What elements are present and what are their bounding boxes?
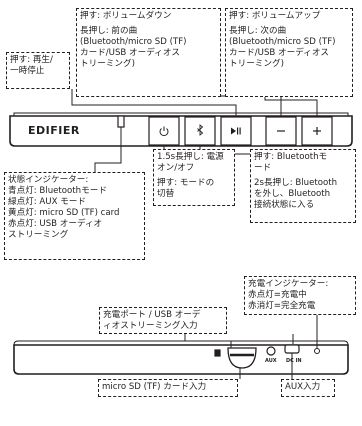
speaker-bottom-panel (13, 340, 349, 375)
volume-up-detail: カード/USB オーディオス (229, 48, 330, 58)
status-red-cont: ストリーミング (8, 230, 69, 240)
status-red: 赤点灯: USB オーディオ (8, 219, 103, 229)
dc-in-port (284, 344, 300, 354)
bluetooth-hold-cont: を外し、Bluetooth (254, 189, 331, 199)
micro-sd-icon (214, 349, 221, 357)
volume-down-press: 押す: ボリュームダウン (80, 11, 172, 21)
status-indicator-callout: 状態インジケーター: 青点灯: Bluetoothモード 緑点灯: AUX モー… (4, 172, 145, 260)
power-press: 押す: モードの (157, 178, 215, 188)
connector-lines-bottom (184, 315, 318, 379)
bluetooth-press: 押す: Bluetoothモ (254, 152, 328, 162)
volume-down-detail: カード/USB オーディオス (80, 48, 181, 58)
micro-sd-label: micro SD (TF) カード入力 (102, 382, 207, 392)
power-hold-cont: オン/オフ (157, 163, 195, 173)
volume-up-detail: トリーミング) (229, 59, 284, 69)
volume-up-detail: (Bluetooth/micro SD (TF) (229, 37, 336, 47)
bluetooth-button-callout: 押す: Bluetoothモ ード 2s長押し: Bluetooth を外し、B… (250, 149, 356, 223)
play-pause-icon (231, 127, 241, 135)
status-yellow: 黄点灯: micro SD (TF) card (8, 208, 120, 218)
volume-down-detail: トリーミング) (80, 59, 135, 69)
charge-port-line2: ィオストリーミング入力 (103, 321, 198, 331)
charge-port-callout: 充電ポート / USB オーデ ィオストリーミング入力 (99, 307, 227, 334)
bluetooth-press-cont: ード (254, 163, 272, 173)
status-indicator-slot (117, 115, 125, 128)
plus-icon (313, 127, 321, 135)
bluetooth-hold: 2s長押し: Bluetooth (254, 178, 338, 188)
play-pause-line1: 押す: 再生/ (10, 55, 53, 65)
volume-down-callout: 押す: ボリュームダウン 長押し: 前の曲 (Bluetooth/micro S… (76, 8, 221, 97)
aux-jack-label: AUX (265, 358, 277, 364)
power-icon (159, 126, 169, 137)
charge-indicator-callout: 充電インジケーター: 赤点灯=充電中 赤消灯=完全充電 (244, 276, 356, 315)
bluetooth-hold-cont: 接続状態に入る (254, 200, 315, 210)
volume-up-press: 押す: ボリュームアップ (229, 11, 321, 21)
charge-indicator-title: 充電インジケーター: (248, 279, 329, 289)
power-press-cont: 切替 (157, 189, 175, 199)
aux-input-label: AUX入力 (285, 382, 321, 392)
brand-logo: EDIFIER (28, 124, 80, 137)
power-button-callout: 1.5s長押し: 電源 オン/オフ 押す: モードの 切替 (153, 149, 235, 206)
bluetooth-icon (197, 124, 204, 136)
dc-in-label: DC IN (286, 358, 302, 364)
play-pause-callout: 押す: 再生/ 一時停止 (6, 52, 70, 89)
charge-red-off: 赤消灯=完全充電 (248, 301, 316, 311)
volume-down-detail: (Bluetooth/micro SD (TF) (80, 37, 187, 47)
charge-port-line1: 充電ポート / USB オーデ (103, 310, 201, 320)
charge-red-on: 赤点灯=充電中 (248, 290, 307, 300)
charge-indicator-light (314, 348, 320, 354)
charge-port (227, 347, 257, 369)
status-blue: 青点灯: Bluetoothモード (8, 186, 107, 196)
volume-up-hold: 長押し: 次の曲 (229, 26, 287, 36)
status-indicator-title: 状態インジケーター: (8, 175, 89, 185)
power-hold: 1.5s長押し: 電源 (157, 152, 224, 162)
status-green: 緑点灯: AUX モード (8, 197, 86, 207)
aux-input-callout: AUX入力 (281, 379, 335, 397)
play-pause-line2: 一時停止 (10, 66, 45, 76)
volume-up-callout: 押す: ボリュームアップ 長押し: 次の曲 (Bluetooth/micro S… (225, 8, 353, 97)
micro-sd-callout: micro SD (TF) カード入力 (98, 379, 238, 397)
aux-jack (266, 346, 276, 356)
volume-down-hold: 長押し: 前の曲 (80, 26, 138, 36)
